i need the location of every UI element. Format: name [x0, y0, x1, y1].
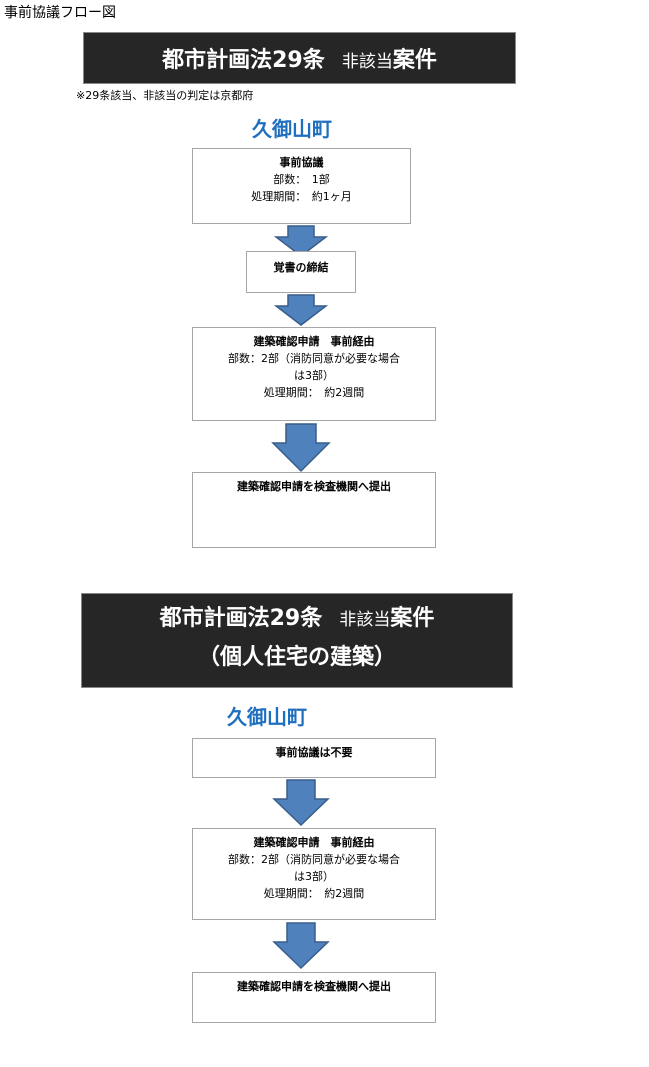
banner-line2: （個人住宅の建築）	[197, 645, 396, 670]
note: ※29条該当、非該当の判定は京都府	[76, 89, 254, 102]
down-arrow-icon	[272, 779, 330, 827]
box-line: 部数： 1部	[273, 173, 330, 186]
flow-box-memorandum: 覚書の締結	[246, 251, 356, 293]
town-label: 久御山町	[227, 705, 307, 729]
box-line: 部数：2部（消防同意が必要な場合	[228, 853, 400, 866]
banner-line1: 都市計画法29条 非該当案件	[82, 600, 512, 639]
down-arrow-icon	[274, 225, 328, 257]
town-label: 久御山町	[252, 117, 332, 141]
banner-end-text: 案件	[390, 606, 435, 631]
banner-main-text: 都市計画法29条	[159, 606, 323, 631]
banner-section2: 都市計画法29条 非該当案件 （個人住宅の建築）	[81, 593, 513, 688]
box-title: 建築確認申請を検査機関へ提出	[237, 480, 391, 493]
banner-section1: 都市計画法29条 非該当案件	[83, 32, 516, 84]
box-title: 事前協議	[279, 156, 324, 169]
box-title: 事前協議は不要	[275, 746, 353, 759]
flow-box-prior-consultation: 事前協議 部数： 1部 処理期間： 約1ヶ月	[192, 148, 411, 224]
box-line: 処理期間： 約2週間	[263, 386, 365, 399]
box-title: 建築確認申請 事前経由	[253, 836, 375, 849]
flow-box-building-application: 建築確認申請 事前経由 部数：2部（消防同意が必要な場合 は3部） 処理期間： …	[192, 327, 436, 421]
down-arrow-icon	[271, 423, 331, 473]
box-title: 建築確認申請 事前経由	[253, 335, 375, 348]
page-title: 事前協議フロー図	[4, 5, 116, 21]
box-title: 建築確認申請を検査機関へ提出	[237, 980, 391, 993]
box-line: 部数：2部（消防同意が必要な場合	[228, 352, 400, 365]
box-line: は3部）	[294, 369, 334, 382]
down-arrow-icon	[272, 922, 330, 970]
flow-box-building-application: 建築確認申請 事前経由 部数：2部（消防同意が必要な場合 は3部） 処理期間： …	[192, 828, 436, 920]
flow-box-no-consultation: 事前協議は不要	[192, 738, 436, 778]
box-title: 覚書の締結	[273, 261, 329, 274]
flow-box-submit-inspection: 建築確認申請を検査機関へ提出	[192, 472, 436, 548]
flow-box-submit-inspection: 建築確認申請を検査機関へ提出	[192, 972, 436, 1023]
down-arrow-icon	[274, 294, 328, 326]
banner-end-text: 案件	[392, 48, 437, 73]
box-line: 処理期間： 約2週間	[263, 887, 365, 900]
banner-small-text: 非該当	[339, 610, 391, 630]
banner-small-text: 非該当	[341, 52, 393, 72]
banner-main-text: 都市計画法29条	[162, 48, 325, 73]
box-line: は3部）	[294, 870, 334, 883]
box-line: 処理期間： 約1ヶ月	[251, 190, 352, 203]
